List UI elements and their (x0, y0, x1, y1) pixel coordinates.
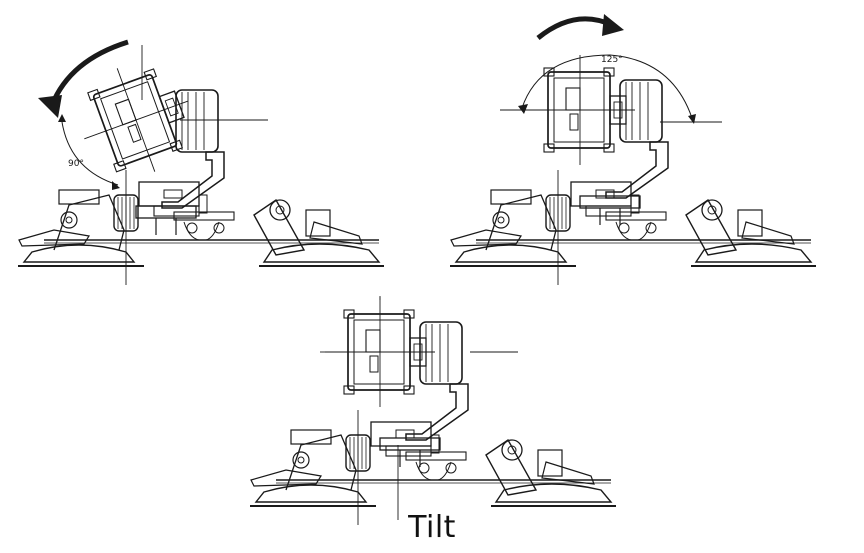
gimbal-view-tilt-125 (449, 14, 817, 286)
diagram-caption: Tilt (408, 510, 456, 545)
gimbal-view-neutral (249, 296, 617, 526)
angle-label-90: 90° (68, 159, 84, 169)
gimbal-view-tilt-90 (17, 39, 385, 286)
angle-label-125: 125° (601, 55, 623, 65)
